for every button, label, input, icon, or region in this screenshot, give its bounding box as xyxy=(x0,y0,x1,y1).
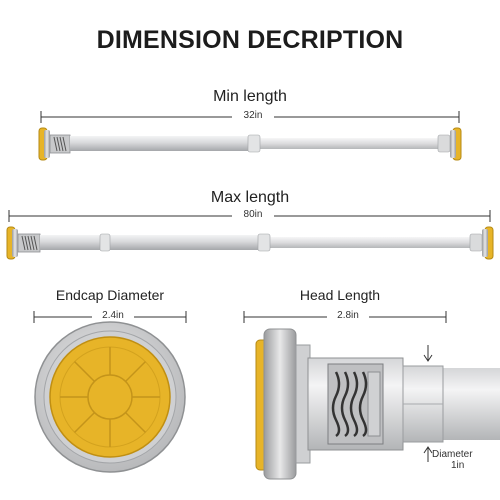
max-length-rod xyxy=(6,226,494,260)
head-length-label: Head Length xyxy=(299,287,381,303)
diameter-arrows xyxy=(423,345,433,462)
max-length-label: Max length xyxy=(210,189,290,206)
min-length-label: Min length xyxy=(213,88,287,105)
max-length-value: 80in xyxy=(232,209,274,220)
diameter-label: Diameter xyxy=(432,449,473,460)
endcap-closeup xyxy=(34,321,186,473)
head-closeup xyxy=(255,328,500,480)
page-title: DIMENSION DECRIPTION xyxy=(96,26,404,54)
min-length-value: 32in xyxy=(232,110,274,121)
head-length-value: 2.8in xyxy=(327,310,369,321)
endcap-diameter-label: Endcap Diameter xyxy=(55,287,165,303)
diameter-value: 1in xyxy=(451,460,465,471)
min-length-rod xyxy=(38,127,462,161)
endcap-diameter-value: 2.4in xyxy=(92,310,134,321)
